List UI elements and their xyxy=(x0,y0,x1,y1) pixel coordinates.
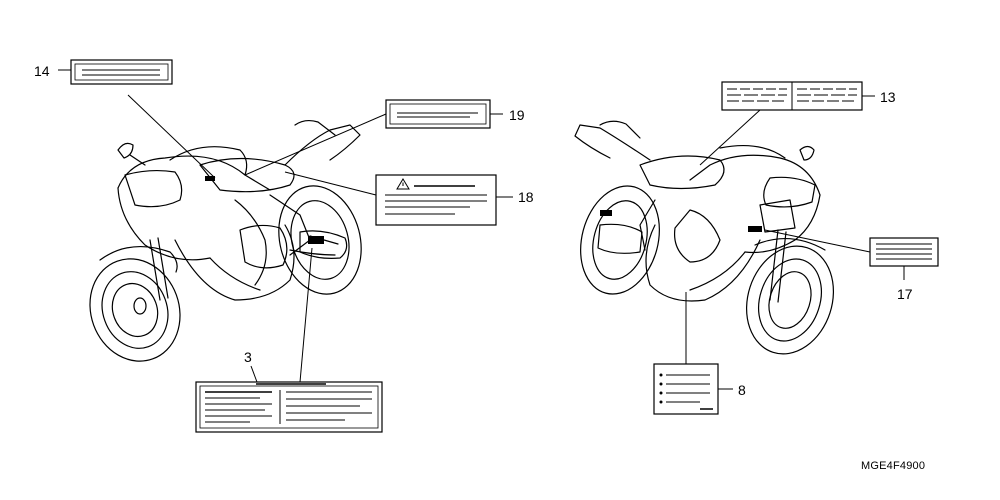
callout-3: 3 xyxy=(244,349,252,365)
label-17 xyxy=(869,237,939,267)
label-19 xyxy=(385,99,491,129)
label-13 xyxy=(721,81,863,111)
warning-triangle-icon xyxy=(396,178,410,190)
callout-13: 13 xyxy=(880,89,896,105)
label-3 xyxy=(195,381,383,433)
motorcycle-left-view xyxy=(89,119,362,362)
callout-18: 18 xyxy=(518,189,534,205)
callout-14: 14 xyxy=(34,63,50,79)
motorcycle-right-view xyxy=(574,120,835,355)
label-8 xyxy=(653,363,719,415)
label-14 xyxy=(70,59,173,85)
label-18 xyxy=(375,174,497,226)
callout-8: 8 xyxy=(738,382,746,398)
part-code: MGE4F4900 xyxy=(861,460,926,472)
callout-17: 17 xyxy=(897,286,913,302)
callout-19: 19 xyxy=(509,107,525,123)
